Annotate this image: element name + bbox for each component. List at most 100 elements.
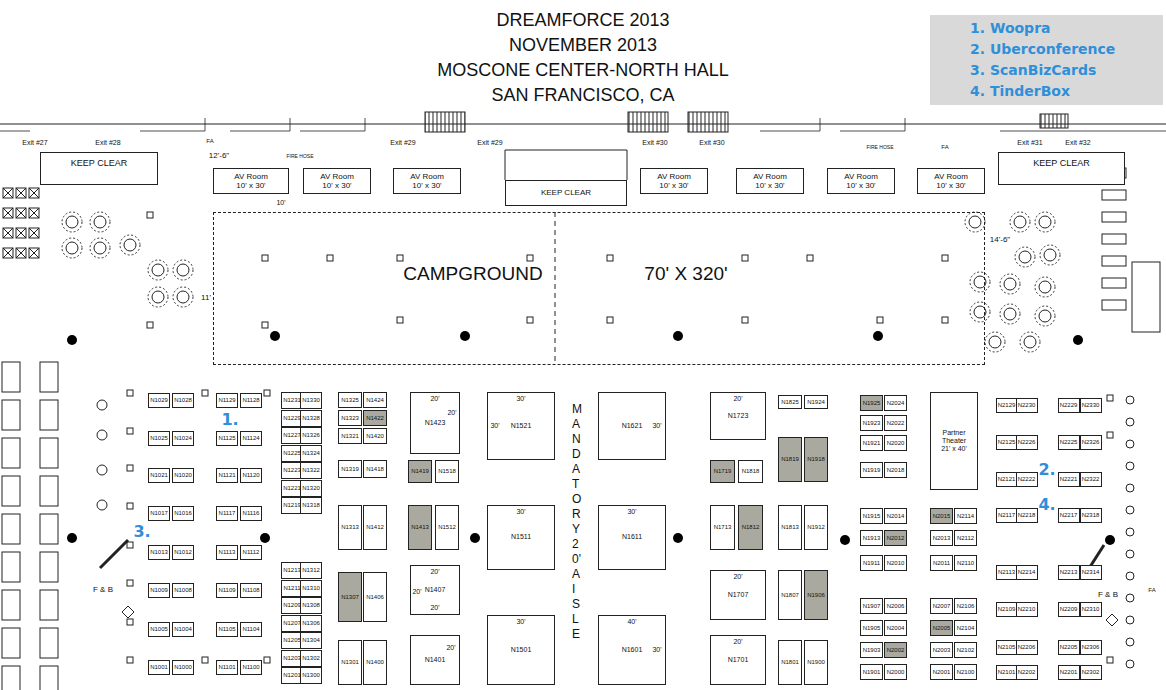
- partner-theater: Partner Theater21' x 40': [930, 392, 978, 490]
- booth-number: N2024: [887, 400, 905, 407]
- side-booth: [40, 552, 58, 582]
- seating-block: [3, 208, 13, 218]
- campground-divider: [555, 212, 556, 365]
- booth-box: N1129: [216, 393, 238, 408]
- keep-clear-zone: KEEP CLEAR: [998, 152, 1125, 185]
- booth-box: N1004: [172, 622, 194, 637]
- round-table: [177, 264, 189, 276]
- seating-block: [16, 228, 26, 238]
- booth-box: N2100: [954, 664, 977, 680]
- booth-number: N1005: [150, 626, 168, 633]
- booth-box: N1621: [598, 392, 666, 460]
- booth-box: N1401: [410, 635, 460, 685]
- seating-block: [3, 228, 13, 238]
- booth-number: N1325: [341, 397, 359, 404]
- round-table: [177, 291, 189, 303]
- side-booth: [2, 666, 20, 690]
- booth-number: N2205: [1060, 644, 1078, 651]
- dimension: 14'-6": [990, 236, 1010, 245]
- column-post: [202, 657, 208, 663]
- legend-panel: 1. Woopra2. Uberconference3. ScanBizCard…: [930, 15, 1163, 105]
- area-label: 70' X 320': [644, 263, 727, 285]
- booth-box: N1028: [172, 393, 194, 408]
- booth-number: N1413: [411, 524, 429, 531]
- booth-box: N1406: [363, 572, 387, 622]
- side-booth: [40, 438, 58, 468]
- round-table-chairs: [1020, 332, 1040, 352]
- booth-box: N2004: [884, 620, 907, 636]
- round-table-chairs: [1040, 245, 1060, 265]
- dimension: 10': [276, 199, 285, 207]
- booth-number: N2202: [1018, 669, 1036, 676]
- booth-number: N1213: [283, 567, 301, 574]
- fixture-symbol: [1126, 594, 1134, 602]
- booth-box: N2314: [1080, 565, 1102, 580]
- booth-number: N1120: [242, 472, 259, 479]
- booth-number: N1209: [283, 602, 301, 609]
- booth-number: N1203: [283, 655, 301, 662]
- booth-box: N1312: [300, 562, 322, 579]
- booth-number: N2210: [1018, 606, 1036, 613]
- booth-number: N1925: [863, 400, 881, 407]
- av-room: AV Room 10' x 30': [827, 168, 895, 194]
- fire-alarm-label: FA: [1148, 587, 1155, 594]
- booth-box: N2229: [1058, 398, 1080, 413]
- booth-box: N1422: [363, 410, 387, 426]
- booth-box: N1911: [860, 555, 883, 571]
- column-post: [202, 390, 208, 396]
- column-post: [527, 255, 533, 261]
- booth-box: N1325: [338, 392, 362, 408]
- booth-box: N1812: [738, 505, 763, 550]
- booth-box: N1320: [300, 480, 322, 497]
- booth-number: N1818: [742, 468, 760, 475]
- booth-number: N2229: [1060, 402, 1078, 409]
- booth-number: N1101: [218, 664, 235, 671]
- booth-number: N1912: [807, 524, 825, 531]
- side-booth: [2, 514, 20, 544]
- booth-number: N1424: [366, 397, 384, 404]
- legend-entry: 3. ScanBizCards: [970, 60, 1096, 81]
- booth-number: N1321: [341, 433, 359, 440]
- booth-box: N1412: [363, 505, 387, 550]
- column-post: [1107, 657, 1113, 663]
- booth-number: N1300: [302, 672, 320, 679]
- wall-detail: [0, 118, 1166, 131]
- booth-box: N2102: [954, 642, 977, 658]
- booth-box: N1105: [216, 622, 238, 637]
- booth-number: N1707: [728, 591, 749, 599]
- column-post: [527, 317, 533, 323]
- booth-box: N2225: [1058, 435, 1080, 450]
- booth-number: N1921: [863, 440, 881, 447]
- booth-number: N1521: [511, 422, 532, 430]
- booth-box: N1701: [710, 635, 766, 685]
- room-label: AV Room 10' x 30': [929, 172, 973, 190]
- round-table-chairs: [120, 235, 140, 255]
- booth-number: N1323: [341, 415, 359, 422]
- booth-number: N2221: [1060, 476, 1078, 483]
- booth-box: N1101: [216, 660, 238, 675]
- booth-number: N2113: [998, 569, 1015, 576]
- fixture-symbol: [1126, 418, 1134, 426]
- fixture-symbol: [97, 465, 107, 475]
- side-booth: [2, 400, 20, 430]
- booth-box: N1912: [804, 505, 828, 550]
- booth-number: N1017: [150, 510, 168, 517]
- booth-box: N2010: [884, 555, 907, 571]
- booth-number: N2117: [998, 512, 1015, 519]
- booth-box: N1302: [300, 650, 322, 667]
- booth-box: N2205: [1058, 640, 1080, 655]
- column-post: [127, 657, 133, 663]
- side-booth: [40, 628, 58, 658]
- fixture-symbol: [97, 430, 107, 440]
- column-post: [147, 212, 153, 218]
- exit-label: Exit #32: [1065, 139, 1090, 147]
- round-table: [1004, 278, 1016, 290]
- fixture-symbol: [1126, 528, 1134, 536]
- booth-box: N1001: [148, 660, 170, 675]
- seating-block: [29, 208, 39, 218]
- booth-number: N1324: [302, 450, 320, 457]
- booth-box: N1100: [240, 660, 262, 675]
- column-post: [127, 580, 133, 586]
- booth-box: N2306: [1080, 640, 1102, 655]
- booth-box: N1013: [148, 545, 170, 560]
